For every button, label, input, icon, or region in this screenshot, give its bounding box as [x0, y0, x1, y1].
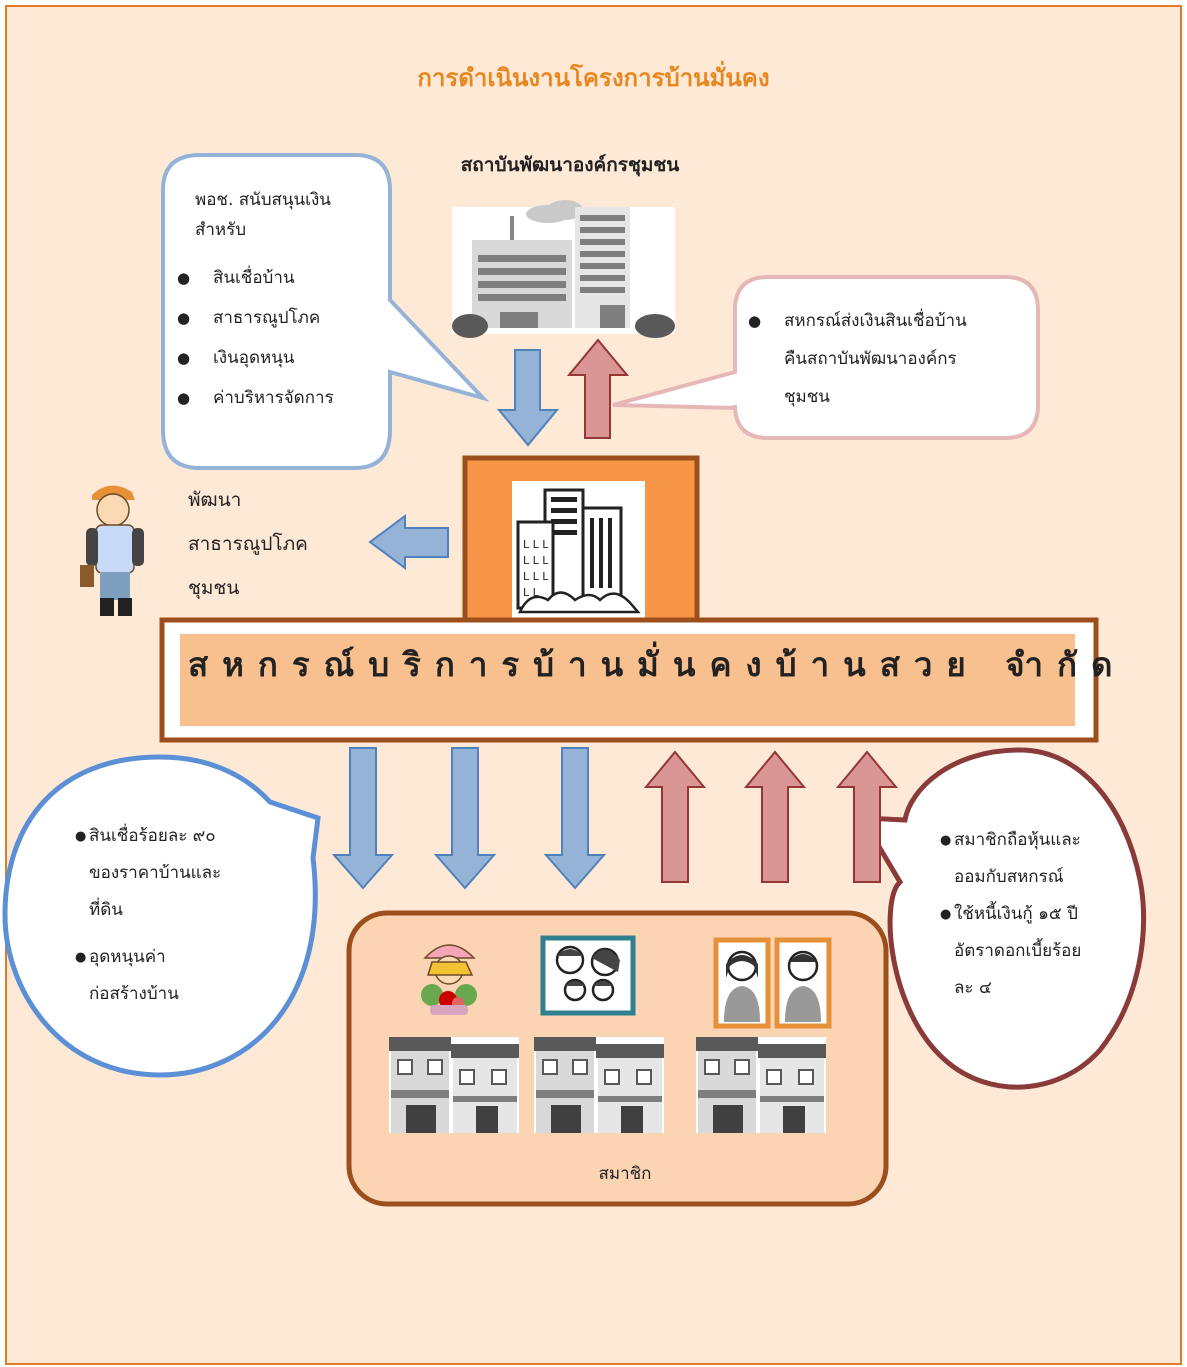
loan-bubble: ● สินเชื่อร้อยละ ๙๐ ของราคาบ้านและ ที่ดิ… [75, 818, 295, 1013]
family-portrait-icon [540, 935, 636, 1016]
worker-icon [80, 485, 144, 616]
svg-text:L L L: L L L [523, 538, 549, 551]
loan-line: อุดหนุนค่า [89, 947, 166, 967]
loan-item-1: ● สินเชื่อร้อยละ ๙๐ ของราคาบ้านและ ที่ดิ… [75, 818, 295, 929]
repay-item: ● สหกรณ์ส่งเงินสินเชื่อบ้าน คืนสถาบันพัฒ… [748, 302, 1033, 416]
down-arrow-loan-2 [433, 747, 497, 890]
coop-office-building-icon: L L L L L L L L L L L [512, 481, 645, 618]
member-line: ใช้หนี้เงินกู้ ๑๕ ปี [954, 904, 1078, 924]
repay-line: ชุมชน [784, 387, 830, 407]
member-line: ออมกับสหกรณ์ [954, 867, 1064, 887]
support-item: สินเชื่อบ้าน [177, 258, 387, 298]
down-arrow-org-to-coop [496, 349, 560, 447]
development-line: ชุมชน [188, 577, 240, 599]
development-line: สาธารณูปโภค [188, 533, 308, 555]
bullet-icon: ● [75, 829, 87, 844]
loan-item-2: ● อุดหนุนค่า ก่อสร้างบ้าน [75, 939, 295, 1013]
loan-line: สินเชื่อร้อยละ ๙๐ [89, 826, 216, 846]
svg-text:L L: L L [523, 586, 540, 599]
svg-text:L L L: L L L [523, 554, 549, 567]
up-arrow-repay-3 [835, 750, 899, 883]
org-building-icon [452, 200, 675, 338]
member-bubble-shape [857, 747, 1147, 1090]
repay-line: คืนสถาบันพัฒนาองค์กร [784, 349, 957, 369]
support-bubble: พอช. สนับสนุนเงิน สำหรับ [195, 180, 385, 250]
loan-line: ที่ดิน [89, 900, 123, 920]
loan-line: ก่อสร้างบ้าน [89, 984, 179, 1004]
up-arrow-coop-to-org [566, 338, 630, 439]
members-label: สมาชิก [598, 1164, 652, 1184]
member-item-1: ● สมาชิกถือหุ้นและ ออมกับสหกรณ์ [940, 822, 1130, 896]
bullet-icon: ● [940, 907, 952, 922]
bullet-icon: ● [748, 312, 762, 330]
support-list: สินเชื่อบ้าน สาธารณูปโภค เงินอุดหนุน ค่า… [177, 258, 387, 418]
bullet-icon: ● [75, 950, 87, 965]
loan-bubble-shape [2, 754, 321, 1078]
member-line: ละ ๔ [954, 978, 992, 998]
development-text: พัฒนา สาธารณูปโภค ชุมชน [188, 478, 308, 610]
coop-name-fill [180, 634, 1075, 726]
support-item: เงินอุดหนุน [177, 338, 387, 378]
svg-text:L L L: L L L [523, 570, 549, 583]
repay-bubble: ● สหกรณ์ส่งเงินสินเชื่อบ้าน คืนสถาบันพัฒ… [748, 302, 1033, 416]
farmer-woman-icon [421, 944, 477, 1015]
house-row-1 [389, 1037, 519, 1133]
member-item-2: ● ใช้หนี้เงินกู้ ๑๕ ปี อัตราดอกเบี้ยร้อย… [940, 896, 1130, 1007]
support-item: สาธารณูปโภค [177, 298, 387, 338]
left-arrow-to-development [368, 514, 449, 570]
repay-line: สหกรณ์ส่งเงินสินเชื่อบ้าน [784, 311, 967, 331]
cooperative-name: สหกรณ์บริการบ้านมั่นคงบ้านสวย จำกัด [188, 645, 1127, 684]
bullet-icon: ● [940, 833, 952, 848]
loan-line: ของราคาบ้านและ [89, 863, 222, 883]
support-item: ค่าบริหารจัดการ [177, 378, 387, 418]
diagram-title: การดำเนินงานโครงการบ้านมั่นคง [417, 64, 770, 92]
org-name: สถาบันพัฒนาองค์กรชุมชน [460, 154, 680, 176]
up-arrow-repay-1 [643, 750, 707, 883]
support-heading-line1: พอช. สนับสนุนเงิน [195, 190, 331, 210]
development-line: พัฒนา [188, 489, 242, 511]
down-arrow-loan-1 [331, 747, 395, 890]
member-line: สมาชิกถือหุ้นและ [954, 830, 1081, 850]
repay-bubble-shape [612, 275, 1040, 440]
couple-portraits-icon [713, 937, 832, 1029]
member-bubble: ● สมาชิกถือหุ้นและ ออมกับสหกรณ์ ● ใช้หนี… [940, 822, 1130, 1007]
house-row-3 [696, 1037, 826, 1133]
up-arrow-repay-2 [743, 750, 807, 883]
down-arrow-loan-3 [543, 747, 607, 890]
house-row-2 [534, 1037, 664, 1133]
support-heading-line2: สำหรับ [195, 220, 247, 240]
member-line: อัตราดอกเบี้ยร้อย [954, 941, 1082, 961]
